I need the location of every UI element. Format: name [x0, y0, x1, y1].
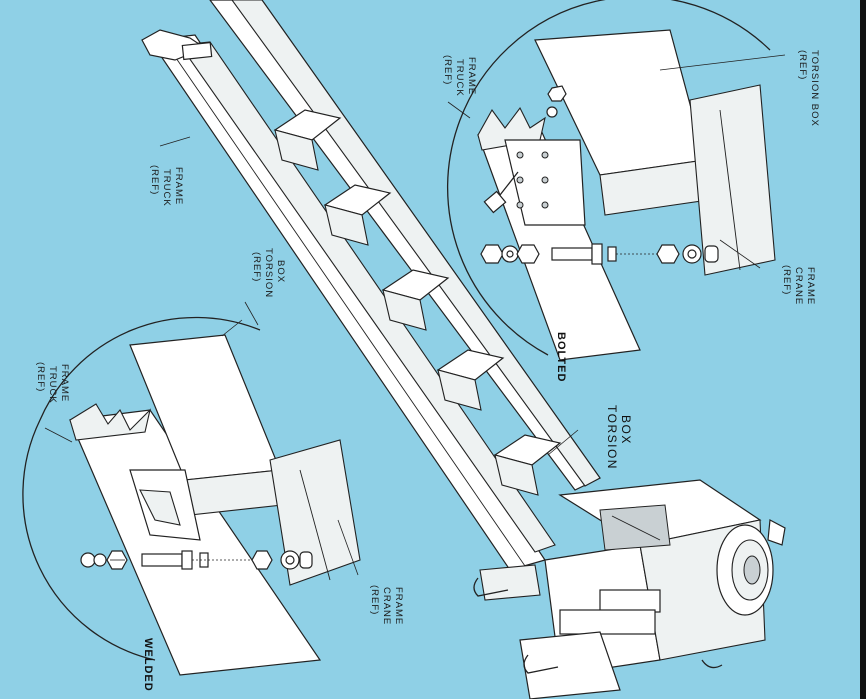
label-truck-frame-bolted: (REF) TRUCK FRAME [442, 55, 477, 100]
label-torsion-box-main: (REF) TORSION BOX [251, 248, 286, 302]
welded-detail [22, 316, 361, 676]
bolted-fastener-row [480, 243, 719, 265]
bolted-detail [446, 0, 786, 361]
label-torsion-box-callout: TORSION BOX [605, 405, 633, 475]
crane-base-assembly [473, 479, 786, 699]
right-edge-border [860, 0, 866, 699]
bolted-detail-title: BOLTED [555, 332, 567, 382]
truck-frame-rail-top [179, 41, 556, 553]
cross-members [273, 109, 562, 496]
welded-detail-title: WELDED [142, 638, 154, 692]
welded-fastener-row [80, 550, 313, 570]
torsion-box-callout-leader [547, 429, 579, 456]
label-truck-frame-welded: (REF) TRUCK FRAME [35, 362, 70, 407]
label-truck-frame-main: (REF) TRUCK FRAME [149, 165, 184, 210]
label-crane-frame-bolted: (REF) CRANE FRAME [781, 265, 816, 309]
label-torsion-box-bolted: (REF) TORSION BOX [797, 50, 820, 127]
label-crane-frame-welded: (REF) CRANE FRAME [369, 585, 404, 629]
main-frame-assembly [141, 0, 601, 571]
